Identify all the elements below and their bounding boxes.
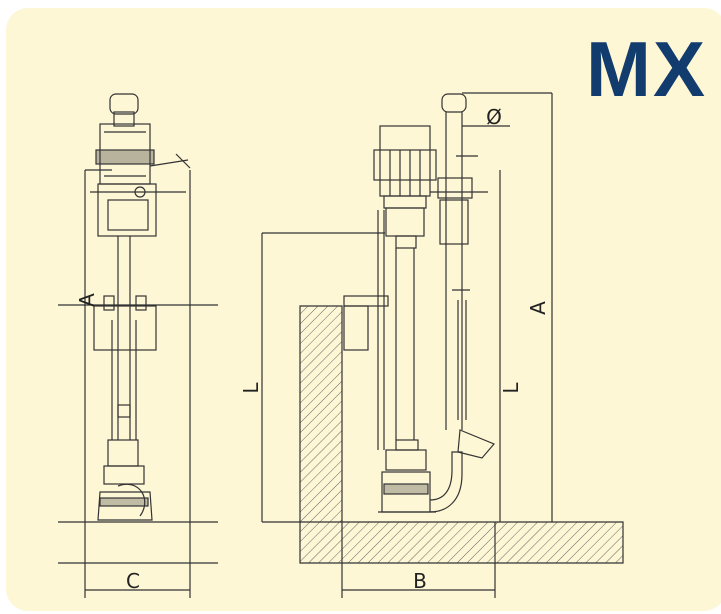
front-dimension-a: A <box>526 301 550 315</box>
side-dimension-c: C <box>126 569 140 593</box>
front-dimension-b: B <box>413 569 427 593</box>
front-dimension-l-left: L <box>239 382 263 394</box>
sump-wall <box>299 305 624 564</box>
side-dimension-a: A <box>75 293 99 307</box>
front-view <box>261 92 553 598</box>
drawing-panel <box>6 8 721 611</box>
brand-title: MX <box>586 25 707 113</box>
side-view <box>58 93 218 598</box>
front-dimension-diameter: Ø <box>486 105 502 129</box>
front-dimension-l-right: L <box>499 382 523 394</box>
